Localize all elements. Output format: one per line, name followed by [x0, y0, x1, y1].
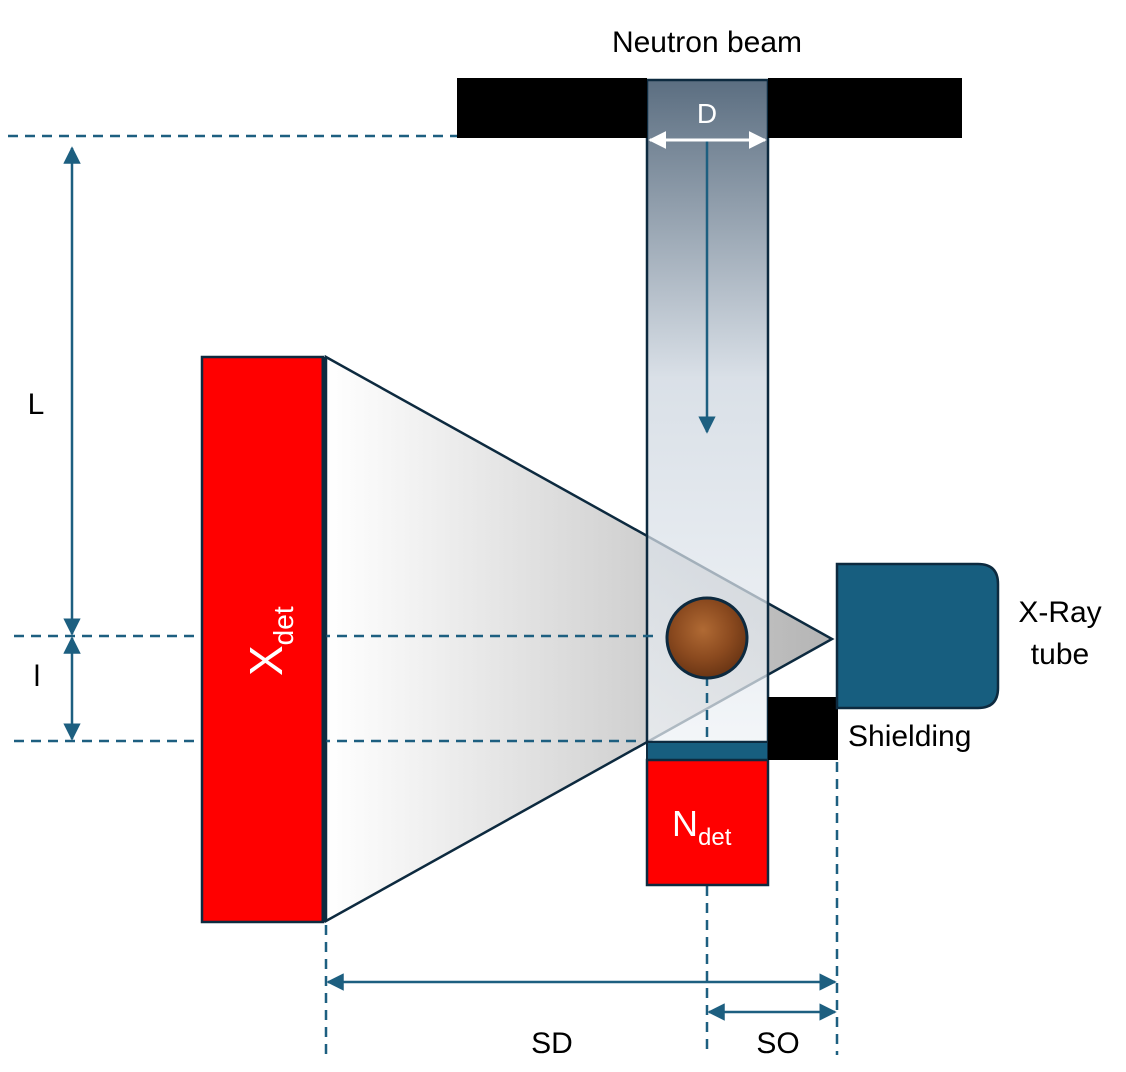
collimator-left-block	[457, 78, 647, 138]
neutron-detector	[645, 758, 770, 887]
xdet-label: Xdet	[240, 606, 299, 676]
l-label: l	[34, 660, 41, 693]
shielding-label: Shielding	[848, 720, 971, 753]
xray-detector	[200, 355, 325, 924]
xray-tube	[835, 562, 1000, 710]
xray-tube-label-line2: tube	[1031, 638, 1089, 671]
ndet-label: Ndet	[672, 803, 732, 851]
collimator-right-block	[768, 78, 962, 138]
neutron-detector-plate	[646, 741, 769, 761]
xray-tube-label-line1: X-Ray	[1018, 596, 1101, 629]
beam-diameter-label: D	[697, 98, 717, 129]
SO-label: SO	[756, 1027, 799, 1060]
sample	[665, 596, 749, 680]
SD-label: SD	[531, 1027, 573, 1060]
L-label: L	[28, 388, 45, 421]
neutron-beam-label: Neutron beam	[612, 26, 802, 59]
shielding-block	[768, 697, 838, 760]
